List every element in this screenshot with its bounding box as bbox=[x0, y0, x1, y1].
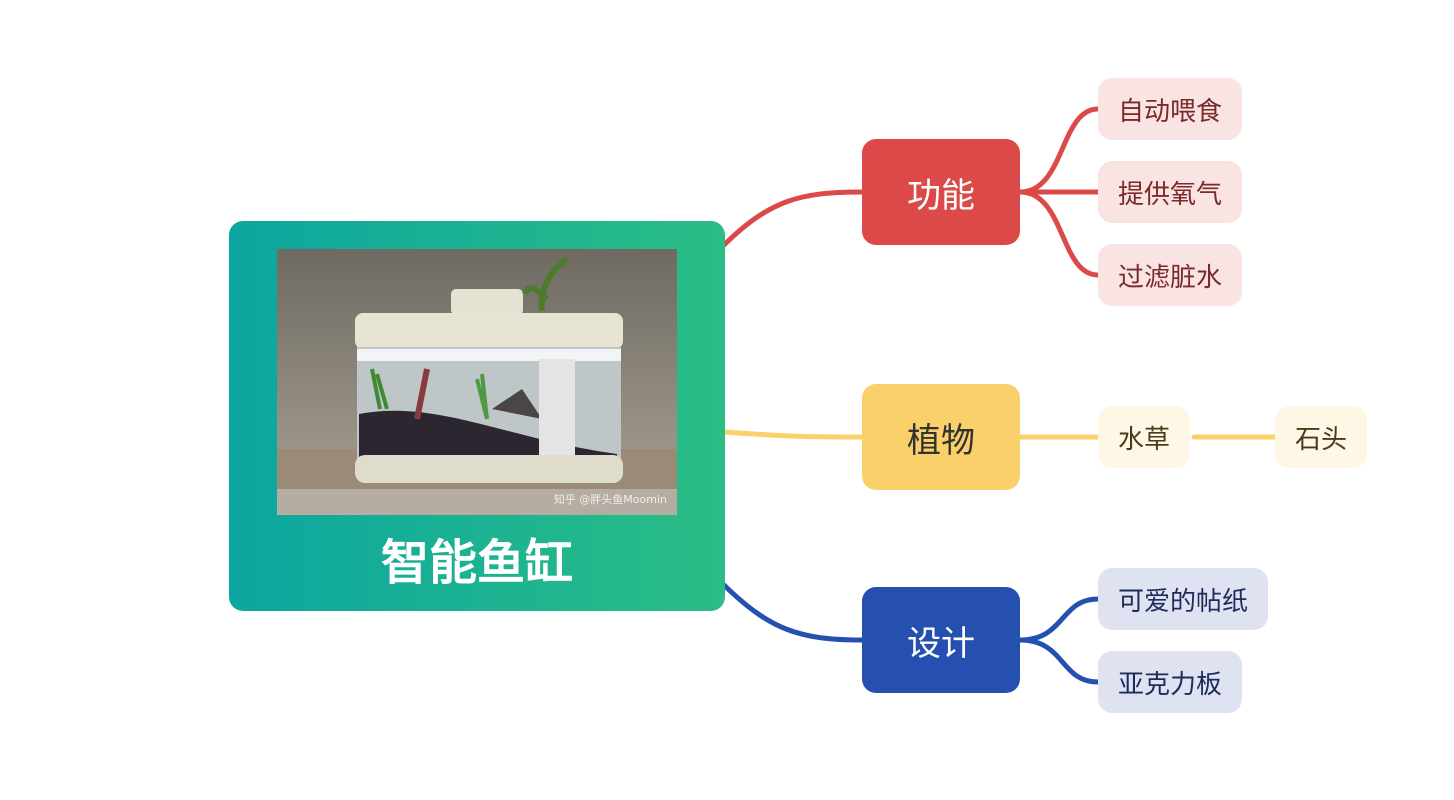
connector bbox=[1017, 596, 1101, 643]
branch-plants[interactable]: 植物 bbox=[862, 384, 1020, 490]
connector-root-plants bbox=[721, 429, 865, 440]
leaf-oxygen[interactable]: 提供氧气 bbox=[1098, 161, 1243, 223]
photo-watermark: 知乎 @胖头鱼Moomin bbox=[553, 493, 667, 506]
leaf-water-plants[interactable]: 水草 bbox=[1098, 406, 1191, 468]
connector-root-functions bbox=[721, 189, 865, 248]
leaf-auto-feeding[interactable]: 自动喂食 bbox=[1098, 78, 1243, 140]
connector-root-design bbox=[721, 582, 865, 643]
leaf-stones[interactable]: 石头 bbox=[1275, 406, 1368, 468]
root-title: 智能鱼缸 bbox=[380, 535, 573, 591]
aquarium-photo: 知乎 @胖头鱼Moomin bbox=[277, 249, 677, 515]
branch-functions[interactable]: 功能 bbox=[862, 139, 1020, 245]
root-node[interactable]: 知乎 @胖头鱼Moomin 智能鱼缸 bbox=[229, 221, 725, 611]
leaf-acrylic[interactable]: 亚克力板 bbox=[1098, 651, 1243, 713]
leaf-filter-water[interactable]: 过滤脏水 bbox=[1098, 244, 1243, 306]
branch-design[interactable]: 设计 bbox=[862, 587, 1020, 693]
connector bbox=[1017, 637, 1101, 685]
connector bbox=[1017, 189, 1101, 278]
connector bbox=[1017, 106, 1101, 195]
leaf-stickers[interactable]: 可爱的帖纸 bbox=[1098, 568, 1269, 630]
